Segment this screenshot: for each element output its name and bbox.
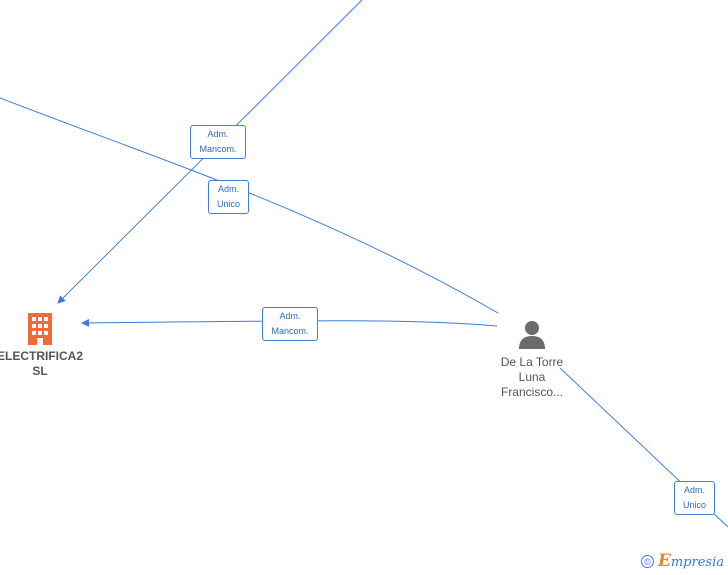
- edge-label-line2: Unico: [682, 500, 706, 510]
- person-name-line2: Luna: [518, 370, 546, 384]
- edge-label-line2: Mancom.: [199, 144, 237, 154]
- copyright-icon: ©: [640, 554, 654, 568]
- edge-label-line1: Adm.: [217, 184, 239, 194]
- company-node[interactable]: ELECTRIFICA2 SL: [0, 312, 90, 379]
- company-name-line1: ELECTRIFICA2: [0, 349, 83, 363]
- edge-label-adm-unico-top[interactable]: Adm. Unico: [208, 180, 249, 214]
- edge-label-line2: Mancom.: [271, 326, 309, 336]
- person-node[interactable]: De La Torre Luna Francisco...: [482, 319, 582, 400]
- empresia-logo: Empresia: [658, 551, 724, 571]
- edge-line-left-to-person: [0, 97, 499, 314]
- edge-label-line1: Adm.: [279, 311, 301, 321]
- company-name-line2: SL: [32, 364, 48, 378]
- edge-label-line1: Adm.: [683, 485, 705, 495]
- person-icon: [519, 321, 545, 349]
- edge-line-person-to-company: [81, 318, 498, 327]
- empresia-logo-initial: E: [657, 551, 671, 571]
- edge-label-adm-unico-bottom[interactable]: Adm. Unico: [674, 481, 715, 515]
- edge-label-line1: Adm.: [207, 129, 229, 139]
- person-name-line1: De La Torre: [500, 355, 564, 369]
- edge-label-adm-mancom-top[interactable]: Adm. Mancom.: [190, 125, 246, 159]
- building-icon: [28, 313, 52, 345]
- edge-label-line2: Unico: [216, 199, 240, 209]
- empresia-watermark: © Empresia: [640, 551, 724, 571]
- edge-label-adm-mancom-middle[interactable]: Adm. Mancom.: [262, 307, 318, 341]
- empresia-logo-text: mpresia: [670, 555, 724, 570]
- person-name-line3: Francisco...: [500, 385, 563, 399]
